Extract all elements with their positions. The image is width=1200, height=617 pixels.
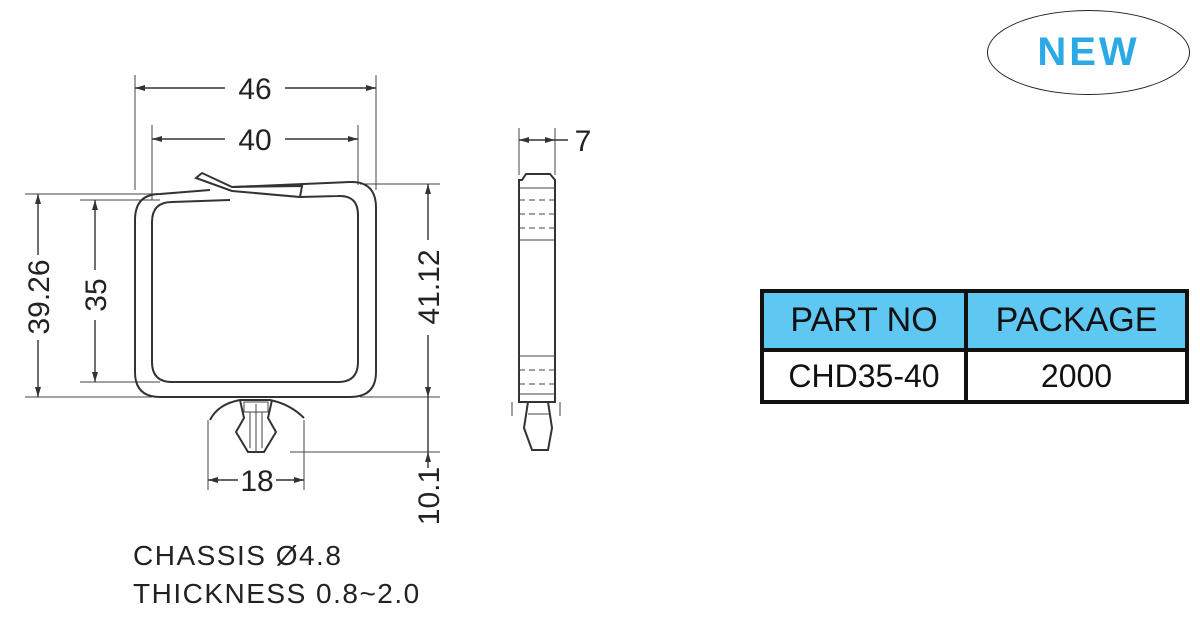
front-view-outline	[134, 171, 377, 453]
dim-side-thickness: 7	[518, 125, 592, 175]
cell-package: 2000	[1040, 357, 1113, 394]
dim-label-7: 7	[575, 125, 592, 158]
dim-label-46: 46	[238, 73, 271, 106]
dim-label-35: 35	[80, 278, 113, 311]
dim-inner-height: 35	[80, 199, 160, 383]
new-badge: NEW	[987, 10, 1190, 95]
header-part-no: PART NO	[764, 293, 968, 348]
dim-right-height: 41.12	[360, 183, 446, 398]
dim-label-10-1: 10.1	[413, 467, 446, 525]
dim-overall-width: 46	[134, 73, 377, 190]
spec-table: PART NO PACKAGE CHD35-40 2000	[760, 289, 1189, 404]
dim-clip-height: 10.1	[290, 397, 446, 525]
dim-label-40: 40	[238, 124, 271, 157]
spec-table-header: PART NO PACKAGE	[764, 293, 1185, 352]
dim-label-39-26: 39.26	[23, 259, 56, 334]
new-badge-label: NEW	[1037, 30, 1140, 74]
note-thickness: THICKNESS 0.8~2.0	[133, 578, 421, 609]
dim-label-41-12: 41.12	[413, 249, 446, 324]
side-view-outline	[511, 173, 561, 451]
note-chassis: CHASSIS Ø4.8	[133, 540, 343, 571]
header-package: PACKAGE	[995, 301, 1158, 339]
spec-notes: CHASSIS Ø4.8 THICKNESS 0.8~2.0	[133, 537, 421, 613]
table-row: CHD35-40 2000	[764, 352, 1185, 400]
dim-inner-width: 40	[151, 124, 359, 200]
cell-part-no: CHD35-40	[764, 352, 968, 400]
dim-overall-height: 39.26	[23, 193, 152, 398]
dim-label-18: 18	[240, 465, 273, 498]
dim-clip-width: 18	[207, 420, 305, 498]
